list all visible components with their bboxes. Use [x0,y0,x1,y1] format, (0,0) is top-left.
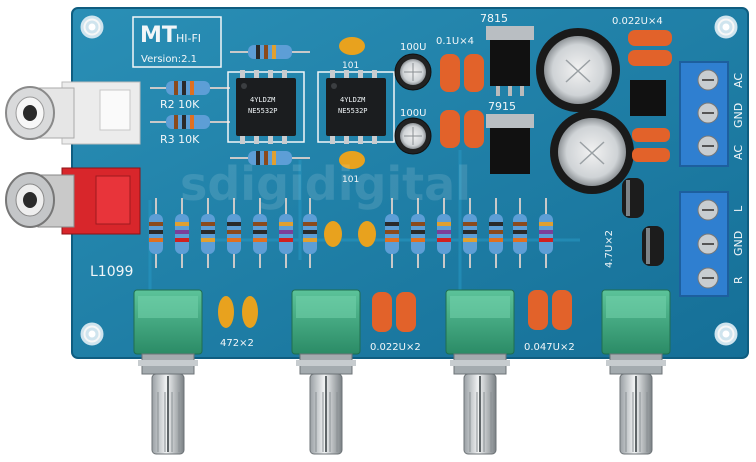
label-101-bottom: 101 [342,175,359,185]
caps-0022u [628,30,672,162]
mounting-holes [80,15,738,346]
resistor-middle [230,151,310,165]
version-label: Version:2.1 [141,54,197,65]
caps-01u [440,54,484,148]
regulator-7815 [486,26,534,96]
potentiometer-knob[interactable] [133,289,203,455]
cap-101-bottom [339,151,365,169]
cap-yellow-1 [324,221,342,247]
svg-text:4YLDZM: 4YLDZM [250,96,275,104]
brand-label: MT [140,23,177,48]
cap-472-1 [218,296,234,328]
resistor [463,198,477,268]
resistor [385,198,399,268]
board-code: L1099 [90,264,133,280]
label-term-ac1: AC [732,73,745,88]
resistor [411,198,425,268]
potentiometer-knob[interactable] [445,289,515,455]
resistor [253,198,267,268]
resistor-r3 [150,115,230,129]
resistor-top [230,45,310,59]
svg-text:4YLDZM: 4YLDZM [340,96,365,104]
resistor [539,198,553,268]
label-100u-top: 100U [400,42,426,53]
ic-ne5532-2: 4YLDZM NE5532P [317,70,395,144]
resistor-r2 [150,81,230,95]
potentiometer-knob[interactable] [291,289,361,455]
label-term-ac2: AC [732,145,745,160]
resistor [513,198,527,268]
watermark: sdigidigital [180,157,471,211]
cap-0047-2 [552,290,572,330]
cap-101-top [339,37,365,55]
resistor [437,198,451,268]
resistor [175,198,189,268]
label-r3: R3 10K [160,133,200,146]
model-label: HI-FI [176,32,201,45]
bridge-rectifier [630,80,666,116]
label-term-r: R [732,276,745,284]
label-term-gnd1: GND [732,103,745,128]
resistor [201,198,215,268]
label-7815: 7815 [480,12,508,25]
cap-0047-1 [528,290,548,330]
terminal-block-power [679,61,729,167]
label-0047-x2: 0.047U×2 [524,342,575,353]
label-472: 472×2 [220,338,254,349]
rca-jack-white [5,81,141,145]
terminal-block-output [679,191,729,297]
regulator-7915 [486,114,534,174]
caps-47u [622,178,664,266]
rca-jack-red [5,167,141,235]
label-0022u: 0.022U×4 [612,16,663,27]
cap-0022-2 [396,292,416,332]
cap-472-2 [242,296,258,328]
label-term-l: L [732,205,745,212]
resistor-array [149,198,553,268]
cap-100u-top [394,53,432,91]
label-01u: 0.1U×4 [436,36,474,47]
resistor [227,198,241,268]
resistor [149,198,163,268]
resistor [489,198,503,268]
cap-yellow-2 [358,221,376,247]
filter-cap-bottom [550,110,634,194]
label-101-top: 101 [342,61,359,71]
filter-cap-top [536,28,620,112]
potentiometer-knob[interactable] [601,289,671,455]
label-0022-x2: 0.022U×2 [370,342,421,353]
cap-100u-bottom [394,117,432,155]
svg-text:NE5532P: NE5532P [248,107,278,115]
label-7915: 7915 [488,100,516,113]
resistor [279,198,293,268]
label-100u-bottom: 100U [400,108,426,119]
ic-ne5532-1: 4YLDZM NE5532P [227,70,305,144]
label-47u: 4.7U×2 [604,230,615,268]
cap-0022-1 [372,292,392,332]
label-r2: R2 10K [160,98,200,111]
svg-text:NE5532P: NE5532P [338,107,368,115]
resistor [303,198,317,268]
label-term-gnd2: GND [732,231,745,256]
brand-logo-box [132,16,222,68]
